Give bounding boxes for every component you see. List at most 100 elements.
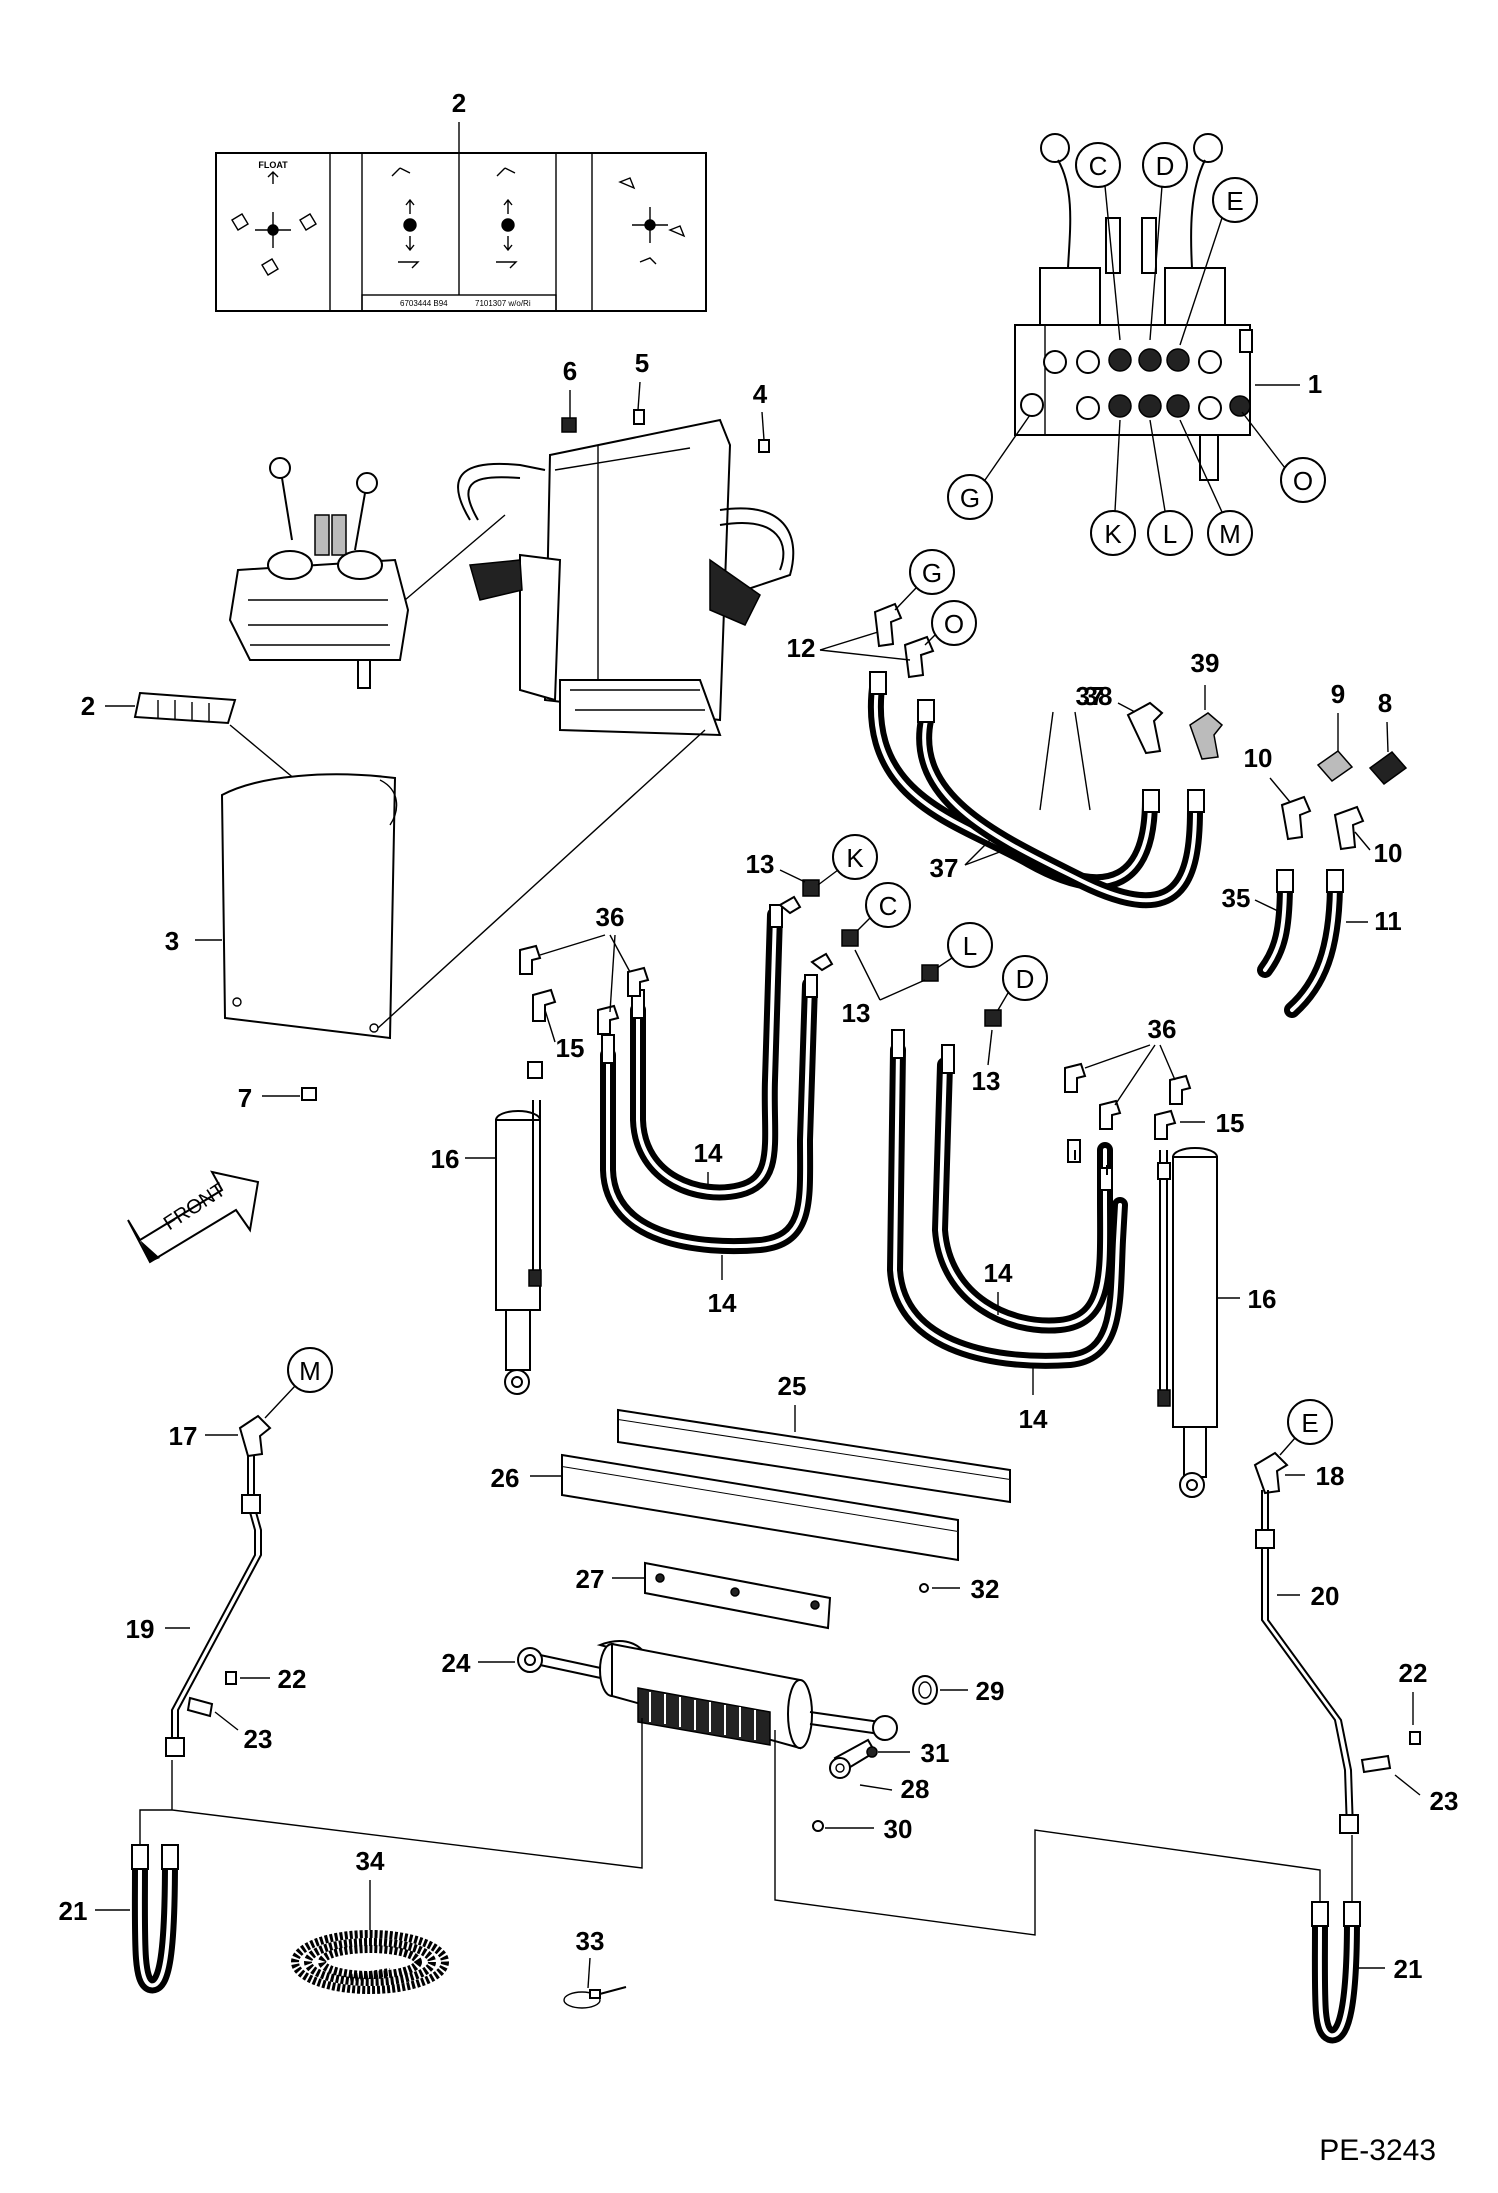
callout-3: 3 [165, 926, 179, 956]
steel-line-19 [165, 1455, 262, 1757]
callout-22-right: 22 [1399, 1658, 1428, 1688]
svg-text:O: O [944, 609, 964, 639]
shield-25 [617, 1408, 1011, 1504]
hydraulic-cylinder-16-left [495, 1061, 543, 1395]
callout-37-upper: 37 [1076, 681, 1105, 711]
callout-16-left: 16 [431, 1144, 460, 1174]
valve-cover [220, 773, 398, 1040]
svg-text:D: D [1016, 964, 1035, 994]
callout-21-right: 21 [1394, 1954, 1423, 1984]
callout-24: 24 [442, 1648, 471, 1678]
hose-assembly-11 [1284, 869, 1344, 1018]
hose-ref-D: D [997, 955, 1048, 1011]
callout-14-left-upper: 14 [694, 1138, 723, 1168]
callout-2-top: 2 [452, 88, 466, 118]
hydraulic-cylinder-16-right [1157, 1147, 1218, 1498]
cable-tie-33 [563, 1986, 627, 2009]
valve-port-ref-C: C [1075, 142, 1121, 341]
valve-port-ref-G: G [947, 414, 1031, 520]
callout-11: 11 [1374, 906, 1402, 936]
callout-10-right: 10 [1374, 838, 1403, 868]
callout-38: 38 [1084, 681, 1113, 711]
valve-port-ref-D: D [1142, 142, 1188, 341]
callout-7: 7 [238, 1083, 252, 1113]
hose-assembly-14-right-outer [886, 1042, 1128, 1369]
callout-30: 30 [884, 1814, 913, 1844]
valve-port-circles [1020, 348, 1251, 420]
steering-cylinder-24 [517, 1640, 898, 1750]
callout-39: 39 [1191, 648, 1220, 678]
cylinder-fin-block [637, 1687, 771, 1746]
control-decal-large: FLOAT 6703444 B94 7101307 w/o/Ri [215, 152, 707, 312]
hose-ref-M: M [264, 1347, 333, 1419]
hose-assembly-14-left-inner [630, 907, 783, 1201]
hose-assembly-35 [1257, 869, 1294, 978]
callout-32: 32 [971, 1574, 1000, 1604]
callout-36-left: 36 [596, 902, 625, 932]
callout-14-left-lower: 14 [708, 1288, 737, 1318]
callout-9: 9 [1331, 679, 1345, 709]
callout-16-right: 16 [1248, 1284, 1277, 1314]
hose-assembly-37 [868, 671, 1205, 909]
callout-8: 8 [1378, 688, 1392, 718]
svg-text:C: C [1089, 151, 1108, 181]
svg-text:E: E [1226, 186, 1243, 216]
callout-1: 1 [1308, 369, 1322, 399]
svg-text:M: M [1219, 519, 1241, 549]
hose-ref-L: L [936, 922, 993, 969]
drawing-id: PE-3243 [1319, 2134, 1436, 2167]
steel-line-20 [1255, 1490, 1359, 1834]
callout-19: 19 [126, 1614, 155, 1644]
shield-26 [561, 1453, 959, 1562]
callout-27: 27 [576, 1564, 605, 1594]
svg-text:O: O [1293, 466, 1313, 496]
svg-text:L: L [963, 931, 977, 961]
callout-2-small: 2 [81, 691, 95, 721]
callout-36-right: 36 [1148, 1014, 1177, 1044]
svg-text:G: G [960, 483, 980, 513]
svg-text:E: E [1301, 1408, 1318, 1438]
small-decal [133, 691, 237, 725]
callout-18: 18 [1316, 1461, 1345, 1491]
hose-assembly-14-left-outer [600, 977, 818, 1255]
hose-ref-K: K [817, 834, 878, 886]
control-valve-assembly [1014, 133, 1253, 481]
callout-23-left: 23 [244, 1724, 273, 1754]
callout-28: 28 [901, 1774, 930, 1804]
callout-5: 5 [635, 348, 649, 378]
hose-ref-O: O [924, 600, 977, 646]
hose-assembly-14-right-inner [931, 1057, 1114, 1334]
valve-port-ref-K: K [1090, 419, 1136, 556]
hose-assembly-21-left [131, 1844, 179, 1994]
bracket-27 [644, 1561, 832, 1630]
callout-14-right-upper: 14 [984, 1258, 1013, 1288]
callout-6: 6 [563, 356, 577, 386]
hose-ref-E: E [1279, 1399, 1333, 1456]
pin-28 [829, 1738, 877, 1779]
callout-25: 25 [778, 1371, 807, 1401]
callout-13-lower: 13 [972, 1066, 1001, 1096]
callout-12: 12 [787, 633, 816, 663]
svg-text:K: K [846, 843, 864, 873]
svg-text:C: C [879, 891, 898, 921]
valve-port-ref-L: L [1147, 419, 1193, 556]
valve-small-view [228, 457, 410, 689]
callout-13-middle: 13 [842, 998, 871, 1028]
decal-fine-print-left: 6703444 B94 [400, 299, 448, 308]
svg-text:G: G [922, 558, 942, 588]
callout-14-right-lower: 14 [1019, 1404, 1048, 1434]
callout-35: 35 [1222, 883, 1251, 913]
front-direction-arrow: FRONT [127, 1170, 260, 1264]
decal-fine-print-right: 7101307 w/o/Ri [475, 299, 531, 308]
valve-port-ref-M: M [1179, 419, 1253, 556]
callout-26: 26 [491, 1463, 520, 1493]
valve-port-ref-O: O [1241, 411, 1326, 503]
hose-sleeve-34 [291, 1930, 449, 1994]
callout-21-left: 21 [59, 1896, 88, 1926]
valve-port-ref-E: E [1179, 177, 1258, 346]
control-tower-frame [457, 418, 795, 737]
callout-34: 34 [356, 1846, 385, 1876]
callout-10-left: 10 [1244, 743, 1273, 773]
callout-31: 31 [921, 1738, 950, 1768]
